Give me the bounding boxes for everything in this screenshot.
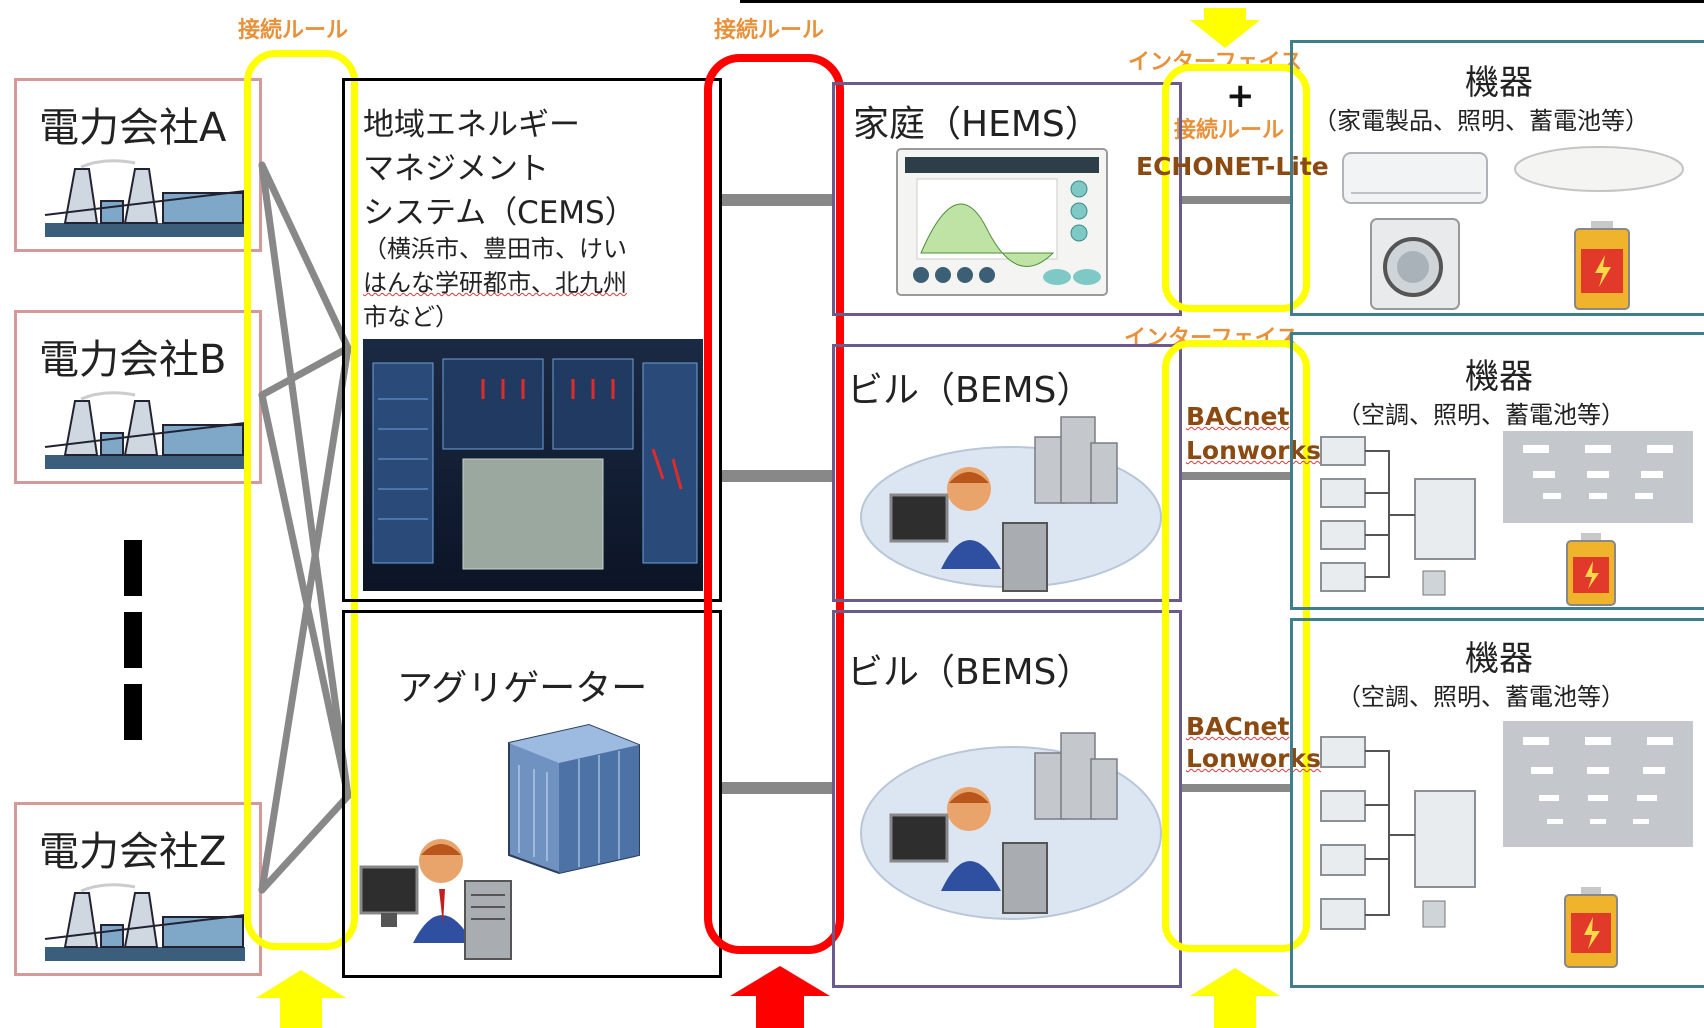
ems-box-hems: 家庭（HEMS） (832, 82, 1182, 316)
protocol-label-bacnet: BACnet (1186, 712, 1290, 741)
protocol-label-lonworks: Lonworks (1186, 744, 1322, 773)
connection-rule-frame-center (704, 54, 844, 954)
ellipsis-dash (124, 612, 142, 668)
protocol-label-lonworks: Lonworks (1186, 436, 1322, 465)
utility-label: 電力会社B (39, 337, 227, 383)
device-title: 機器 (1465, 357, 1533, 397)
up-arrow-icon (256, 970, 346, 1028)
ems-box-bems-1: ビル（BEMS） (832, 344, 1182, 602)
battery-icon (1564, 887, 1618, 968)
office-lighting-image (1503, 431, 1693, 523)
connection-rule-label-left: 接続ルール (238, 18, 349, 43)
device-title: 機器 (1465, 639, 1533, 679)
interface-frame-top (1162, 64, 1310, 312)
ceiling-light-icon (1514, 146, 1684, 192)
air-conditioner-icon (1342, 152, 1488, 204)
cems-title-line: システム（CEMS） (363, 195, 636, 231)
top-border-line (740, 0, 1704, 3)
ems-label: 家庭（HEMS） (853, 104, 1101, 145)
cems-title-line: 地域エネルギー (363, 107, 580, 143)
ems-label: ビル（BEMS） (847, 370, 1093, 411)
operator-icon (359, 839, 473, 943)
factory-icon (44, 883, 246, 961)
cems-box: 地域エネルギー マネジメント システム（CEMS） （横浜市、豊田市、けい はん… (342, 78, 722, 602)
connection-rule-label-right: 接続ルール (1174, 118, 1285, 143)
protocol-label-echonet: ECHONET-Lite (1136, 152, 1329, 181)
connection-rule-frame-left (244, 50, 358, 950)
cems-note-line: はんな学研都市、北九州 (363, 269, 627, 297)
utility-label: 電力会社A (39, 105, 227, 151)
server-icon (464, 880, 512, 960)
device-subtitle: （空調、照明、蓄電池等） (1337, 683, 1625, 711)
interface-frame-bottom (1162, 340, 1310, 952)
battery-icon (1566, 533, 1616, 606)
bems-operator-image (860, 416, 1162, 592)
factory-icon (44, 391, 246, 469)
plus-sign: + (1226, 76, 1255, 116)
cems-title-line: マネジメント (363, 151, 549, 187)
utility-label: 電力会社Z (39, 829, 227, 875)
office-lighting-image (1503, 721, 1693, 847)
device-title: 機器 (1465, 63, 1533, 103)
device-subtitle: （空調、照明、蓄電池等） (1337, 401, 1625, 429)
connection-rule-label-center: 接続ルール (714, 18, 825, 43)
protocol-label-bacnet: BACnet (1186, 402, 1290, 431)
ellipsis-dash (124, 684, 142, 740)
cems-note-line: （横浜市、豊田市、けい (363, 235, 627, 263)
factory-icon (44, 159, 246, 237)
utility-box-b: 電力会社B (14, 310, 262, 484)
hvac-units-icon (1320, 436, 1476, 596)
device-subtitle: （家電製品、照明、蓄電池等） (1313, 107, 1649, 135)
ems-box-bems-2: ビル（BEMS） (832, 610, 1182, 988)
battery-icon (1574, 221, 1630, 310)
control-room-image (363, 339, 703, 591)
up-arrow-icon (730, 966, 830, 1028)
utility-box-a: 電力会社A (14, 78, 262, 252)
up-arrow-icon (1190, 968, 1280, 1028)
office-building-icon (508, 723, 640, 875)
device-box-building-1: 機器 （空調、照明、蓄電池等） (1290, 332, 1704, 610)
cems-note-line: 市など） (363, 303, 459, 331)
washing-machine-icon (1370, 218, 1460, 310)
down-arrow-icon (1190, 8, 1260, 48)
hvac-units-icon (1320, 736, 1476, 930)
hems-panel-image (896, 148, 1108, 296)
device-box-home: 機器 （家電製品、照明、蓄電池等） (1290, 40, 1704, 316)
aggregator-label: アグリゲーター (397, 668, 648, 709)
aggregator-box: アグリゲーター (342, 610, 722, 978)
ellipsis-dash (124, 540, 142, 596)
bems-operator-image (860, 732, 1162, 920)
device-box-building-2: 機器 （空調、照明、蓄電池等） (1290, 618, 1704, 988)
ems-label: ビル（BEMS） (847, 652, 1093, 693)
